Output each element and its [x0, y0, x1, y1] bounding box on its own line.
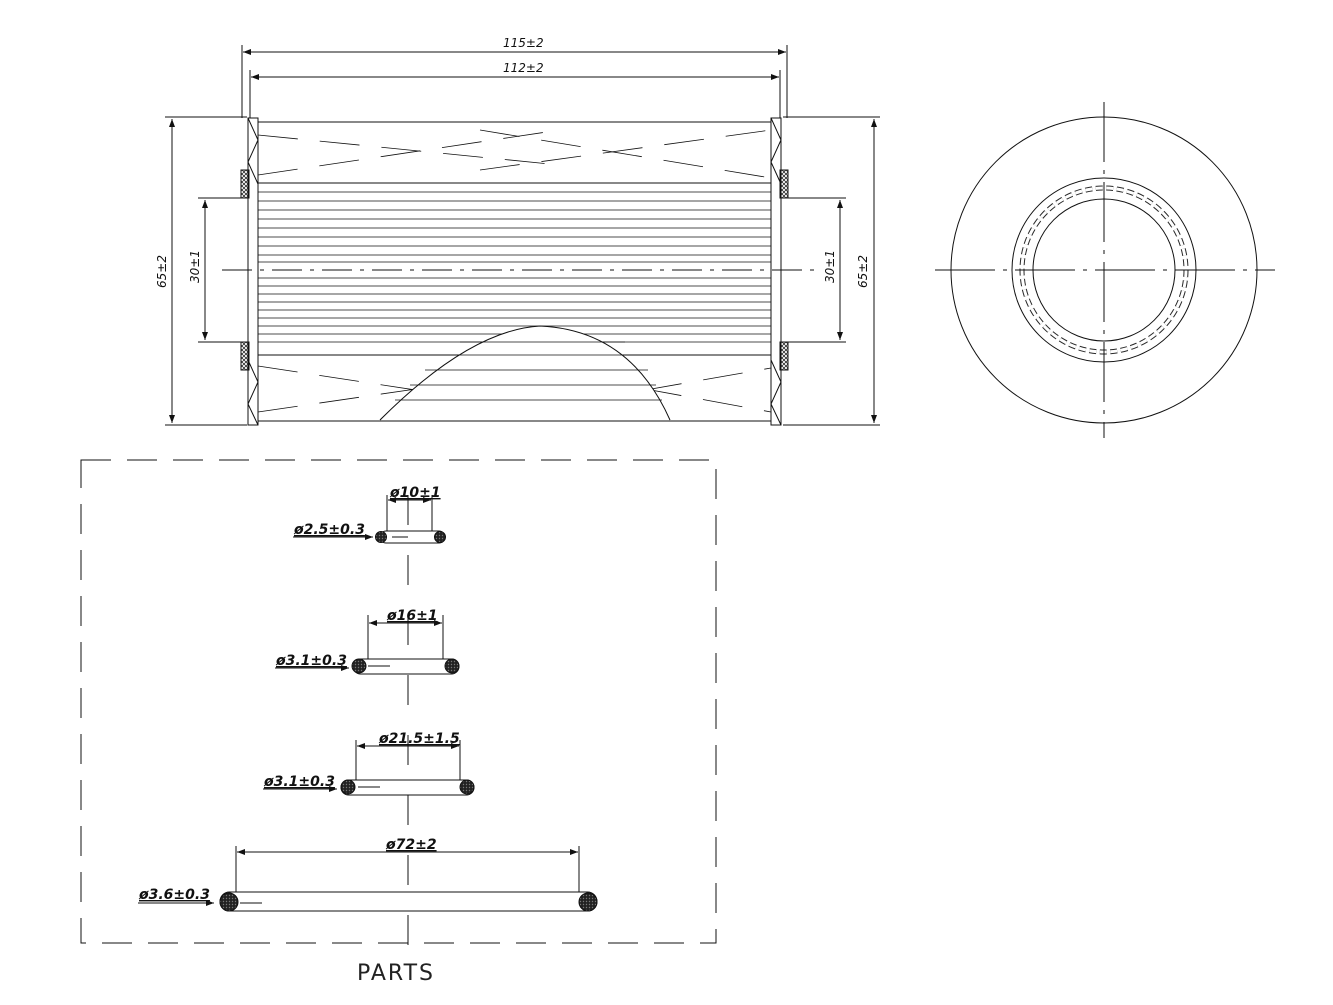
cutaway-arc	[379, 325, 671, 421]
end-view	[935, 102, 1275, 438]
end-cap-right-zigzag	[770, 117, 782, 426]
dim-label-body-length: 112±2	[503, 61, 544, 75]
oring-1	[293, 495, 446, 544]
oring-1-cross-section: ø2.5±0.3	[293, 522, 365, 538]
end-cap-left-zigzag	[247, 117, 259, 426]
end-cap-left	[247, 117, 259, 426]
oring-4	[138, 846, 598, 912]
cutaway-lines	[395, 341, 662, 401]
oring-3-cross-section: ø3.1±0.3	[263, 774, 335, 790]
oring-4-cross-section: ø3.6±0.3	[138, 887, 210, 903]
parts-caption: PARTS	[357, 961, 435, 986]
dim-label-od-right: 65±2	[856, 255, 870, 288]
oring-3-inner-dia: ø21.5±1.5	[378, 731, 460, 747]
parts-frame	[80, 459, 717, 944]
seal-left-top	[240, 169, 250, 199]
pleat-lines	[258, 191, 771, 343]
oring-4-inner-dia: ø72±2	[385, 837, 437, 853]
oring-3	[263, 740, 475, 796]
end-cap-right	[770, 117, 782, 426]
dim-label-id-right: 30±1	[823, 250, 837, 283]
seal-left-bottom	[240, 341, 250, 371]
dim-label-id-left: 30±1	[188, 250, 202, 283]
oring-1-inner-dia: ø10±1	[389, 485, 441, 501]
dim-label-overall-length: 115±2	[503, 36, 544, 50]
seal-right-bottom	[779, 341, 789, 371]
oring-2	[275, 615, 460, 675]
seal-right-top	[779, 169, 789, 199]
oring-2-inner-dia: ø16±1	[386, 608, 438, 624]
side-view	[165, 45, 880, 426]
oring-2-cross-section: ø3.1±0.3	[275, 653, 347, 669]
dim-label-od-left: 65±2	[155, 255, 169, 288]
